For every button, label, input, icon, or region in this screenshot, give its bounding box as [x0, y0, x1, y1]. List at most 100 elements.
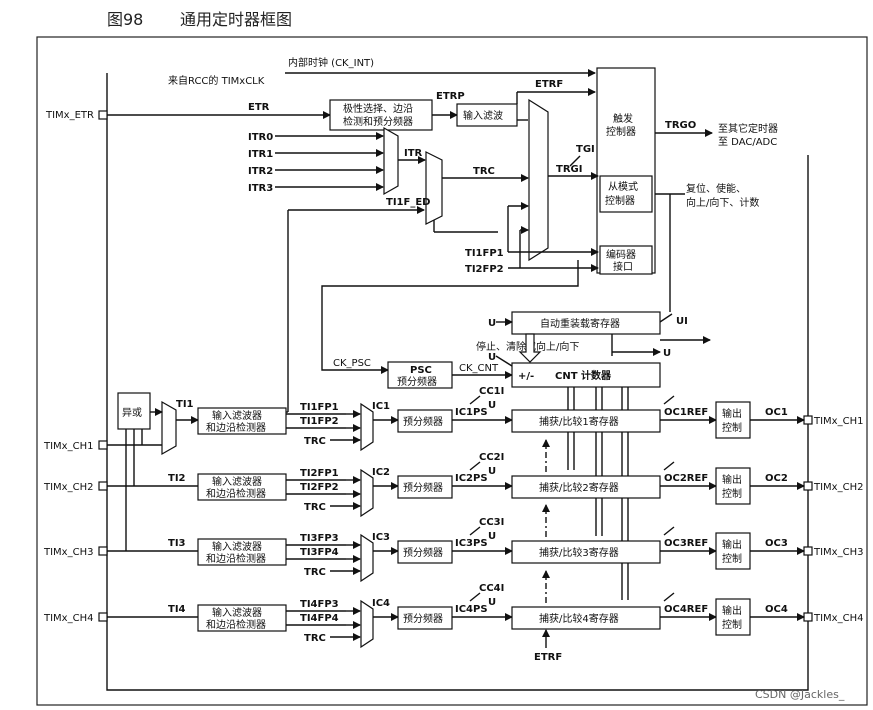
wire-ck-psc	[321, 260, 579, 374]
ch3-u-label: U	[488, 531, 496, 542]
ch3-prescaler-label: 预分频器	[403, 546, 443, 559]
encoder-interface	[599, 245, 653, 275]
ch3-ccr	[511, 540, 661, 564]
ch1-fpb-label: TI1FP2	[300, 416, 339, 427]
ch2-pin-out-label: TIMx_CH2	[813, 482, 863, 493]
trc-mux	[425, 151, 443, 225]
label-etrf: ETRF	[535, 79, 563, 90]
ch3-output-ctrl-2: 控制	[722, 552, 742, 565]
ch4-oc-label: OC4	[765, 604, 788, 615]
ch1-pin-out	[803, 415, 813, 425]
ch4-ccr	[511, 606, 661, 630]
label-u-out: U	[663, 348, 671, 359]
label-u-cnt: U	[488, 352, 496, 363]
ch1-ti-label: TI1	[176, 399, 194, 410]
ch1-filter-block	[197, 407, 287, 435]
itr-group	[275, 132, 384, 191]
ch1-u-label: U	[488, 400, 496, 411]
ch3-ic-mux	[360, 533, 374, 583]
ch2-ref-label: OC2REF	[664, 473, 708, 484]
ch1-cci-tick	[469, 395, 481, 405]
ch1-filter-line1: 输入滤波器	[212, 409, 262, 422]
label-from-rcc: 来自RCC的 TIMxCLK	[168, 74, 265, 87]
ch3-filter-line2: 和边沿检测器	[206, 552, 266, 565]
ch3-ref-tick	[663, 526, 675, 536]
label-itr0: ITR0	[248, 132, 273, 143]
ch4-prescaler	[397, 606, 453, 630]
ch3-ref-label: OC3REF	[664, 538, 708, 549]
outer-frame	[36, 36, 868, 706]
ch4-ic-label: IC4	[372, 598, 390, 609]
ch1-fpa-label: TI1FP1	[300, 402, 339, 413]
ch1-output-ctrl	[715, 401, 751, 439]
ch2-pin-in-label: TIMx_CH2	[43, 482, 93, 493]
itr-mux	[383, 126, 399, 196]
slave-ctrl-line2: 控制器	[605, 194, 635, 207]
cnt-plusminus: +/-	[518, 371, 534, 382]
ch1-oc-label: OC1	[765, 407, 788, 418]
cnt-counter	[511, 362, 661, 388]
label-trc-top: TRC	[473, 166, 495, 177]
ch3-cci-tick	[469, 526, 481, 536]
label-itr3: ITR3	[248, 183, 273, 194]
ch2-filter-line1: 输入滤波器	[212, 475, 262, 488]
ch1-output-ctrl-1: 输出	[722, 407, 742, 420]
trigger-ctrl-line2: 控制器	[606, 125, 636, 138]
ch3-prescaler	[397, 540, 453, 564]
ch2-output-ctrl-2: 控制	[722, 487, 742, 500]
ch3-filter-line1: 输入滤波器	[212, 540, 262, 553]
label-trgo: TRGO	[665, 120, 696, 131]
ch4-fpa-label: TI4FP3	[300, 599, 339, 610]
ch4-cci-label: CC4I	[479, 583, 504, 594]
label-u-arr: U	[488, 318, 496, 329]
label-internal-clock: 内部时钟 (CK_INT)	[288, 56, 374, 69]
ch2-filter-line2: 和边沿检测器	[206, 487, 266, 500]
trigger-ctrl-line1: 触发	[613, 112, 633, 125]
ch1-filter-line2: 和边沿检测器	[206, 421, 266, 434]
polarity-line1: 极性选择、边沿	[343, 102, 413, 115]
label-ui: UI	[676, 316, 688, 327]
ch4-pin-in-label: TIMx_CH4	[43, 613, 93, 624]
trgi-mux	[528, 98, 549, 262]
label-etrf-bottom: ETRF	[534, 652, 562, 663]
ch3-ti-label: TI3	[168, 538, 186, 549]
label-ti1f-ed: TI1F_ED	[386, 197, 430, 208]
ch2-ic-label: IC2	[372, 467, 390, 478]
ch2-oc-label: OC2	[765, 473, 788, 484]
note-reset-2: 向上/向下、计数	[686, 196, 759, 209]
label-ck-psc: CK_PSC	[333, 358, 371, 369]
pin-etr	[98, 110, 108, 120]
ch1-ref-tick	[663, 395, 675, 405]
arrow-arr-cnt	[518, 333, 542, 363]
figure-number: 图98	[107, 10, 144, 29]
note-reset-1: 复位、使能、	[686, 182, 746, 195]
slave-controller	[599, 175, 653, 213]
ch1-pin-out-label: TIMx_CH1	[813, 416, 863, 427]
ti1-mux	[161, 400, 177, 456]
ch2-filter-block	[197, 473, 287, 501]
ch3-ic-label: IC3	[372, 532, 390, 543]
label-itr2: ITR2	[248, 166, 273, 177]
xor-label: 异或	[122, 407, 142, 419]
input-filter-label: 输入滤波	[463, 109, 503, 122]
ch3-pin-out	[803, 546, 813, 556]
ch1-pin-in-label: TIMx_CH1	[43, 441, 93, 452]
ch3-fpb-label: TI3FP4	[300, 547, 339, 558]
ch2-pin-in	[98, 481, 108, 491]
ch1-ic-label: IC1	[372, 401, 390, 412]
psc-name: PSC	[410, 365, 432, 376]
label-tgi: TGI	[576, 144, 595, 155]
ch1-icps-label: IC1PS	[455, 407, 488, 418]
ch1-trc-label: TRC	[304, 436, 326, 447]
label-trgi: TRGI	[556, 164, 582, 175]
ch2-pin-out	[803, 481, 813, 491]
slave-ctrl-line1: 从模式	[608, 180, 638, 193]
input-filter-block	[456, 103, 518, 127]
pin-etr-label: TIMx_ETR	[45, 110, 94, 121]
ch3-oc-label: OC3	[765, 538, 788, 549]
encoder-line2: 接口	[613, 260, 633, 273]
ch4-u-label: U	[488, 597, 496, 608]
ch3-ccr-label: 捕获/比较3寄存器	[539, 546, 619, 559]
ch2-fpb-label: TI2FP2	[300, 482, 339, 493]
